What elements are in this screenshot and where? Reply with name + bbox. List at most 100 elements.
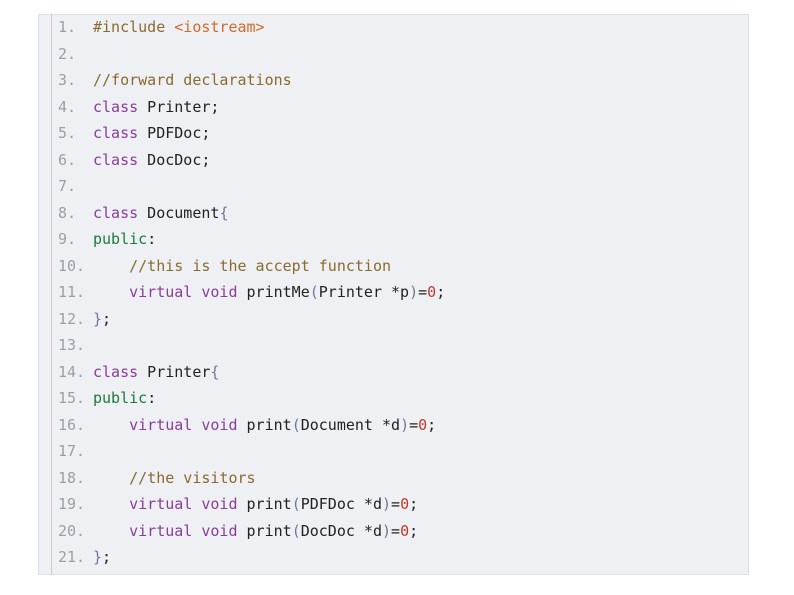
code-block: [38, 14, 749, 575]
code-token: virtual: [129, 521, 193, 540]
code-text: class Document{: [93, 200, 228, 227]
code-token: 0: [400, 521, 410, 540]
code-token: 0: [418, 415, 428, 434]
code-text: virtual void print(Document *d)=0;: [93, 412, 436, 439]
code-token: {: [219, 203, 229, 222]
line-number: 1.: [58, 18, 77, 36]
line-number: 8.: [58, 203, 77, 222]
code-token: virtual: [129, 495, 193, 513]
code-token: //forward declarations: [93, 71, 292, 89]
line-number: 10.: [58, 256, 86, 275]
code-text: virtual void printMe(Printer *p)=0;: [93, 279, 445, 306]
code-token: PDFDoc;: [138, 124, 211, 142]
code-token: class: [93, 97, 139, 116]
line-number: 2.: [58, 44, 77, 63]
code-token: [93, 283, 129, 301]
code-token: void: [201, 283, 238, 301]
code-token: ;: [102, 548, 112, 566]
line-number: 13.: [58, 336, 86, 354]
line-number: 18.: [58, 468, 86, 487]
line-number: 5.: [58, 124, 77, 142]
line-number: 7.: [58, 177, 77, 195]
code-token: ): [409, 283, 419, 301]
gutter-divider: [51, 14, 52, 575]
code-token: virtual: [129, 283, 193, 301]
code-token: {: [210, 362, 220, 381]
code-token: :: [147, 389, 157, 407]
code-token: //this is the accept function: [129, 256, 392, 275]
code-text: class DocDoc;: [93, 147, 210, 174]
code-text: public:: [93, 226, 156, 253]
code-token: :: [147, 230, 157, 248]
code-token: printMe: [237, 283, 310, 301]
code-token: void: [201, 521, 238, 540]
line-number: 3.: [58, 71, 77, 89]
code-token: [93, 257, 129, 275]
code-text: #include <iostream>: [93, 14, 265, 41]
code-token: void: [201, 495, 238, 513]
code-token: print: [237, 415, 292, 434]
code-token: =: [391, 495, 401, 513]
code-text: };: [93, 544, 111, 571]
code-token: public: [93, 389, 148, 407]
code-token: public: [93, 230, 148, 248]
code-token: 0: [400, 495, 410, 513]
line-number: 4.: [58, 97, 77, 116]
code-token: #include: [93, 18, 175, 36]
code-token: ): [382, 521, 392, 540]
code-token: ;: [436, 283, 446, 301]
code-text: public:: [93, 385, 156, 412]
code-token: PDFDoc *d: [300, 495, 382, 513]
code-token: [93, 522, 129, 540]
code-text: class PDFDoc;: [93, 120, 210, 147]
code-token: ): [400, 415, 410, 434]
code-token: =: [391, 521, 401, 540]
code-token: ;: [409, 521, 419, 540]
code-token: ;: [427, 415, 437, 434]
code-text: //forward declarations: [93, 67, 292, 94]
line-number: 20.: [58, 521, 86, 540]
line-number: 15.: [58, 389, 86, 407]
code-text: //this is the accept function: [93, 253, 391, 280]
code-token: class: [93, 124, 139, 142]
code-token: }: [93, 309, 103, 328]
code-token: //the visitors: [129, 468, 256, 487]
code-token: Printer: [138, 362, 211, 381]
code-token: virtual: [129, 415, 193, 434]
code-token: (: [291, 415, 301, 434]
code-token: (: [309, 283, 319, 301]
code-token: [93, 416, 129, 434]
code-token: void: [201, 415, 238, 434]
code-text: //the visitors: [93, 465, 256, 492]
line-number: 16.: [58, 415, 86, 434]
code-token: print: [237, 521, 292, 540]
code-token: [93, 495, 129, 513]
code-token: Document: [138, 203, 220, 222]
code-token: =: [418, 283, 428, 301]
code-text: virtual void print(DocDoc *d)=0;: [93, 518, 418, 545]
code-token: =: [409, 415, 419, 434]
code-token: <iostream>: [174, 18, 265, 36]
code-token: (: [291, 521, 301, 540]
code-token: DocDoc *d: [300, 521, 382, 540]
code-token: class: [93, 203, 139, 222]
code-text: virtual void print(PDFDoc *d)=0;: [93, 491, 418, 518]
code-token: print: [237, 495, 292, 513]
line-number: 11.: [58, 283, 86, 301]
code-token: ): [382, 495, 392, 513]
code-token: DocDoc;: [138, 150, 211, 169]
line-number: 12.: [58, 309, 86, 328]
code-text: };: [93, 306, 111, 333]
line-number: 19.: [58, 495, 86, 513]
code-token: class: [93, 150, 139, 169]
code-token: Document *d: [300, 415, 401, 434]
line-number: 9.: [58, 230, 77, 248]
code-token: Printer *p: [318, 283, 410, 301]
code-token: ;: [409, 495, 419, 513]
code-text: class Printer;: [93, 94, 219, 121]
code-text: class Printer{: [93, 359, 219, 386]
code-token: }: [93, 548, 103, 566]
code-token: (: [291, 495, 301, 513]
code-token: ;: [102, 309, 112, 328]
code-token: Printer;: [138, 97, 220, 116]
